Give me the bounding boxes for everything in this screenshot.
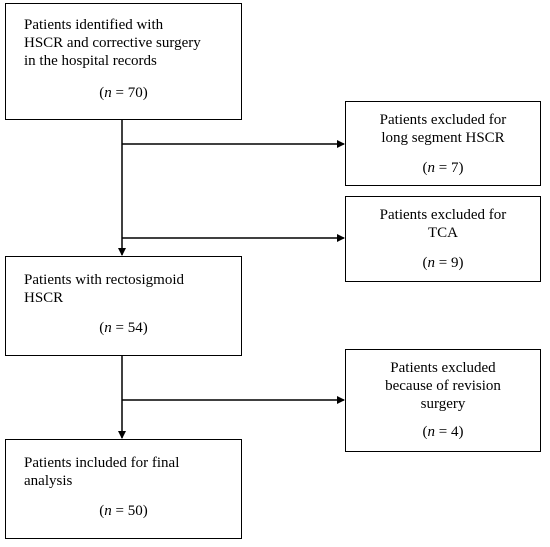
box-text-line: analysis xyxy=(24,473,73,489)
box-text-line: because of revision xyxy=(385,378,501,394)
box-text-line: Patients excluded for xyxy=(379,112,507,128)
count-label: (n = 54) xyxy=(99,320,148,336)
box-text-line: in the hospital records xyxy=(24,53,157,69)
box-text-line: surgery xyxy=(420,396,466,412)
box-rectosigmoid-hscr: Patients with rectosigmoid HSCR (n = 54) xyxy=(5,256,242,356)
box-text-line: Patients excluded xyxy=(390,360,496,376)
box-text-line: HSCR xyxy=(24,290,64,306)
box-excluded-long-segment: Patients excluded for long segment HSCR … xyxy=(345,101,541,186)
count-label: (n = 70) xyxy=(99,85,148,101)
box-text-line: HSCR and corrective surgery xyxy=(24,35,201,51)
count-label: (n = 7) xyxy=(422,160,464,176)
box-text-line: Patients excluded for xyxy=(379,207,507,223)
count-label: (n = 4) xyxy=(422,424,464,440)
box-excluded-tca: Patients excluded for TCA (n = 9) xyxy=(345,196,541,282)
box-excluded-revision: Patients excluded because of revision su… xyxy=(345,349,541,452)
box-text-line: long segment HSCR xyxy=(381,130,505,146)
box-text-line: Patients with rectosigmoid xyxy=(24,272,184,288)
count-label: (n = 50) xyxy=(99,503,148,519)
box-included-final: Patients included for final analysis (n … xyxy=(5,439,242,539)
box-text-line: TCA xyxy=(428,225,458,241)
box-text-line: Patients identified with xyxy=(24,17,164,33)
box-text-line: Patients included for final xyxy=(24,455,180,471)
count-label: (n = 9) xyxy=(422,255,464,271)
box-patients-identified: Patients identified with HSCR and correc… xyxy=(5,3,242,120)
